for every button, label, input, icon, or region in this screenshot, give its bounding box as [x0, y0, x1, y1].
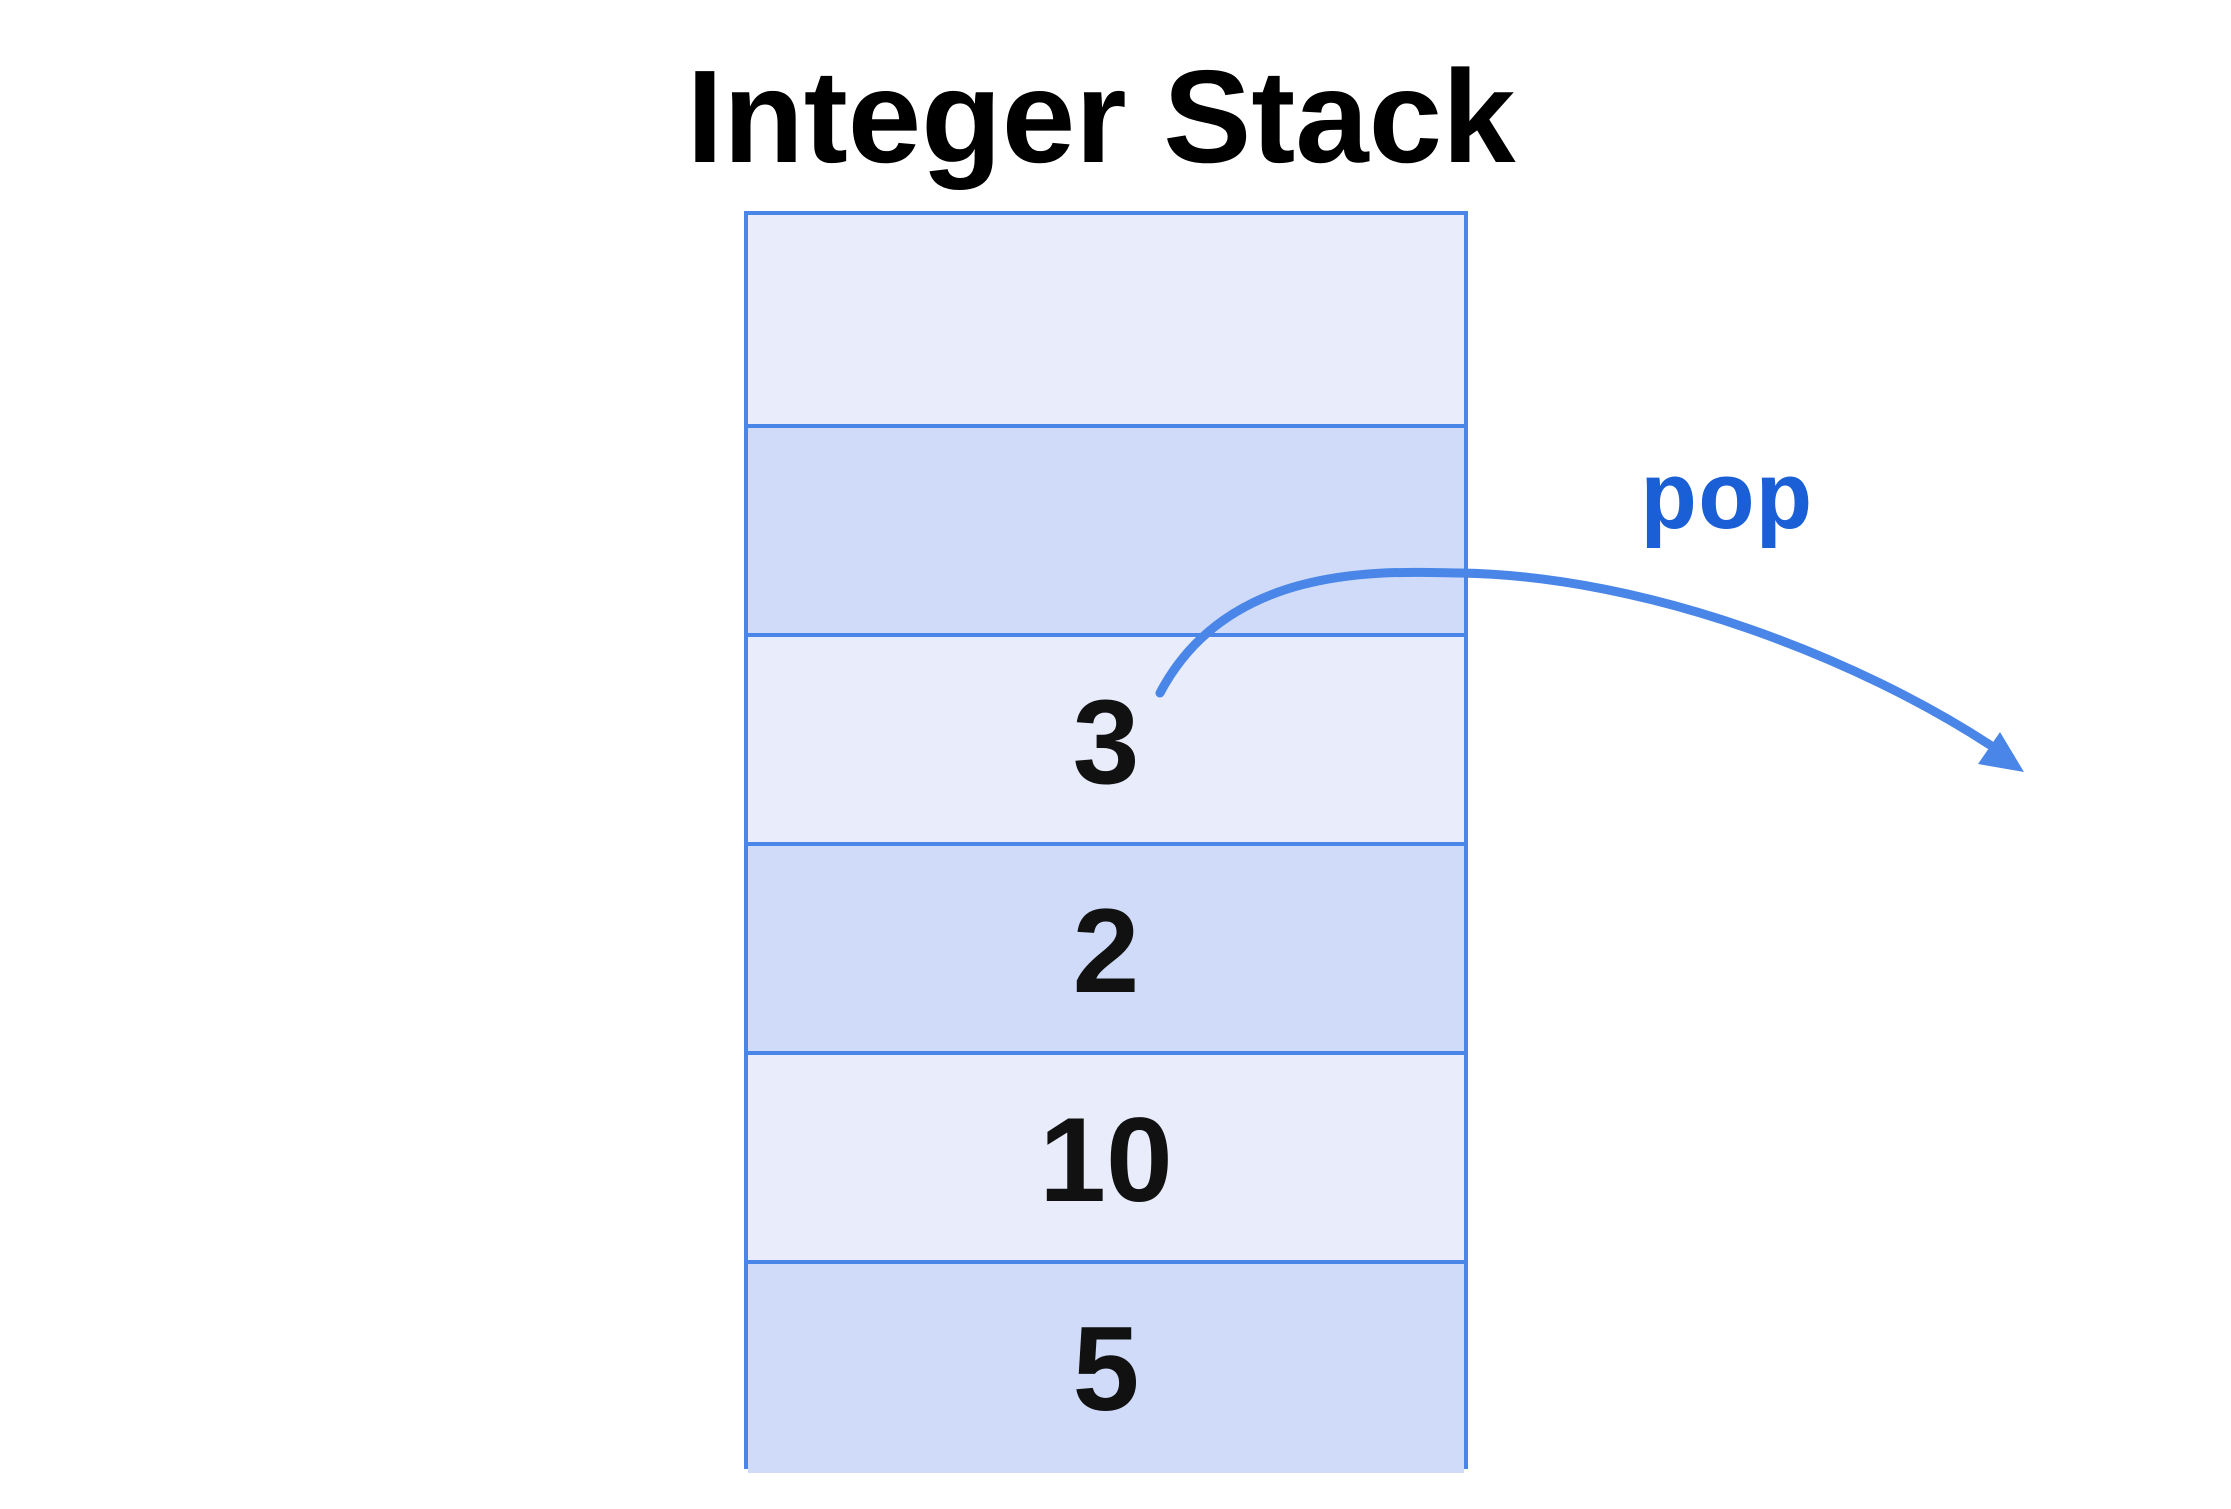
stack-container: 3 2 10 5 — [744, 211, 1468, 1473]
stack-divider — [748, 633, 1464, 637]
stack-cell-4: 2 — [748, 846, 1464, 1055]
stack-cell-1 — [748, 215, 1464, 424]
stack-cell-5: 10 — [748, 1055, 1464, 1264]
stack-divider — [748, 1051, 1464, 1055]
diagram-title: Integer Stack — [686, 43, 1516, 190]
stack-cell-6: 5 — [748, 1264, 1464, 1473]
stack-divider — [748, 1260, 1464, 1264]
stack-cell-3: 3 — [748, 637, 1464, 846]
pop-arrowhead — [1978, 732, 2024, 772]
stack-divider — [748, 424, 1464, 428]
pop-label: pop — [1640, 448, 1813, 557]
stack-cell-2 — [748, 428, 1464, 637]
stack-divider — [748, 842, 1464, 846]
pop-arrow-curve — [1155, 567, 1995, 750]
